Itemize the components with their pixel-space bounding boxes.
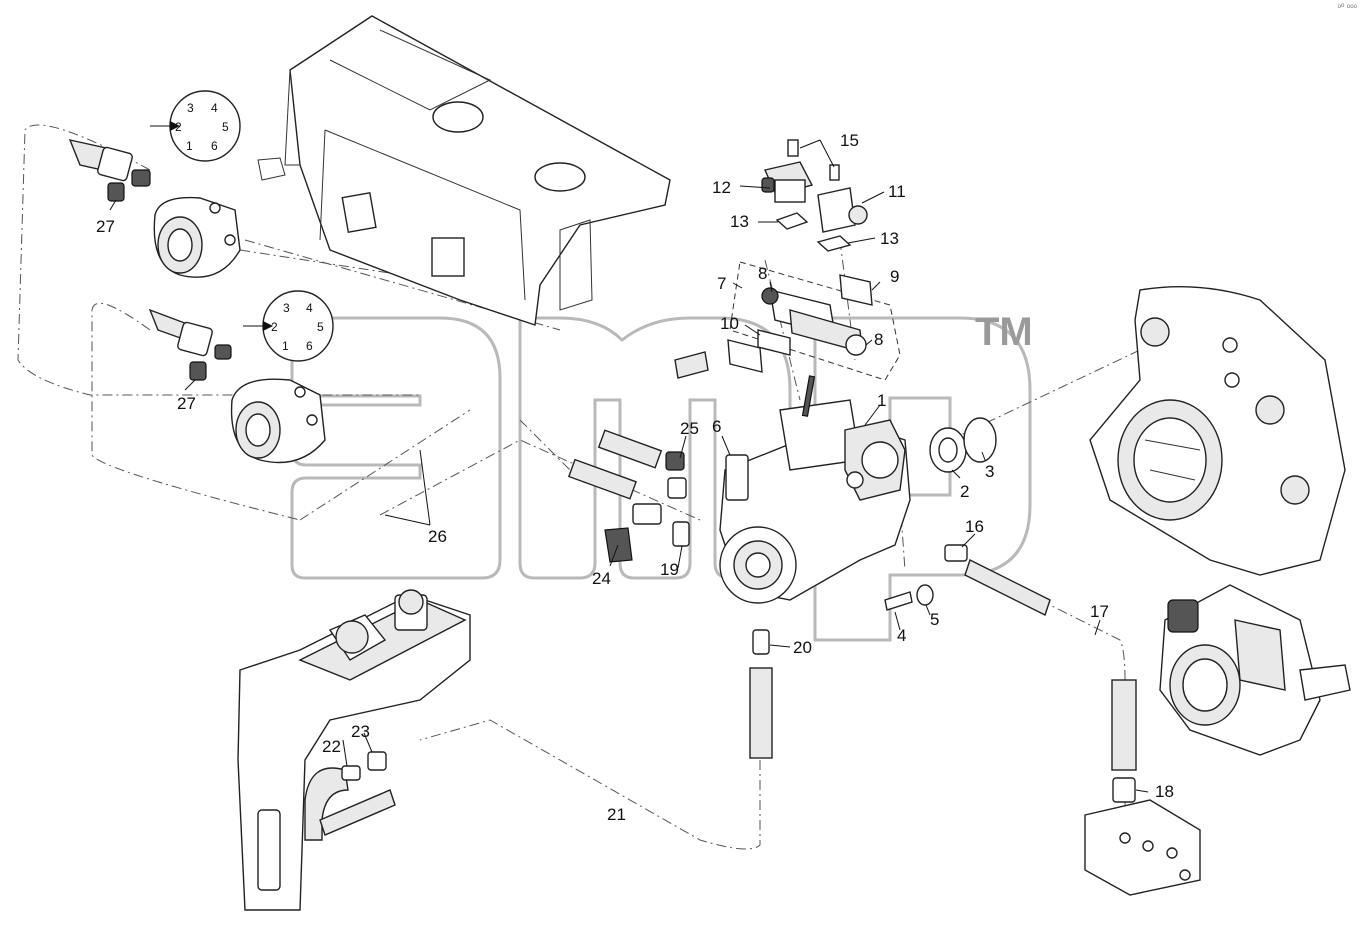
corner-mark: ᵒº ᵒᵒᵒ	[1337, 2, 1357, 12]
transmission-housing	[1089, 285, 1346, 576]
frame-housing	[257, 15, 671, 326]
dial-number: 2	[175, 120, 182, 134]
callout-label: 27	[96, 217, 115, 236]
callout-label: 8	[758, 264, 767, 283]
shaft-assembly-lower	[148, 308, 326, 464]
callout-label: 22	[322, 737, 341, 756]
callout-label: 1	[877, 391, 886, 410]
callout-label: 16	[965, 517, 984, 536]
callout-label: 2	[960, 482, 969, 501]
dial-number: 2	[271, 320, 278, 334]
callout-label: 9	[890, 267, 899, 286]
pump-small-parts	[567, 417, 1137, 803]
main-pump	[719, 375, 911, 604]
dial-number: 3	[283, 301, 290, 315]
callout-label: 21	[607, 805, 626, 824]
rotation-dial-upper: 1 2 3 4 5 6	[150, 90, 241, 162]
callout-label: 20	[793, 638, 812, 657]
dial-number: 5	[317, 320, 324, 334]
callout-label: 26	[428, 527, 447, 546]
manifold-block	[1084, 799, 1201, 896]
callout-label: 19	[660, 560, 679, 579]
callout-label: 18	[1155, 782, 1174, 801]
assembled-view	[1159, 584, 1351, 756]
dial-number: 5	[222, 120, 229, 134]
callout-label: 3	[985, 462, 994, 481]
callout-label: 5	[930, 610, 939, 629]
dial-number: 4	[306, 301, 313, 315]
callout-label: 10	[720, 314, 739, 333]
rotation-dial-lower: 1 2 3 4 5 6	[243, 290, 334, 362]
solenoid-valve-group	[674, 139, 901, 381]
dial-number: 3	[187, 101, 194, 115]
dial-number: 1	[186, 139, 193, 153]
callout-label: 11	[888, 182, 906, 201]
callout-label: 25	[680, 419, 699, 438]
dial-number: 1	[282, 339, 289, 353]
callout-label: 15	[840, 131, 859, 150]
callout-label: 17	[1090, 602, 1109, 621]
callout-label: 4	[897, 626, 906, 645]
dial-number: 4	[211, 101, 218, 115]
dial-number: 6	[211, 139, 218, 153]
callout-labels: 1 2 3 4 5 6 7 8 8 9 10 11 12 13 13 15 16…	[96, 131, 1174, 824]
watermark-tm: TM	[975, 310, 1033, 354]
callout-label: 27	[177, 394, 196, 413]
callout-label: 24	[592, 569, 611, 588]
callout-label: 6	[712, 417, 721, 436]
callout-label: 7	[717, 274, 726, 293]
shaft-assembly-upper	[68, 139, 241, 278]
callout-label: 13	[730, 212, 749, 231]
tank-chassis	[237, 589, 471, 911]
callout-label: 13	[880, 229, 899, 248]
leader-lines	[109, 139, 1149, 793]
callout-label: 8	[874, 330, 883, 349]
callout-label: 23	[351, 722, 370, 741]
dial-number: 6	[306, 339, 313, 353]
callout-label: 12	[712, 178, 731, 197]
